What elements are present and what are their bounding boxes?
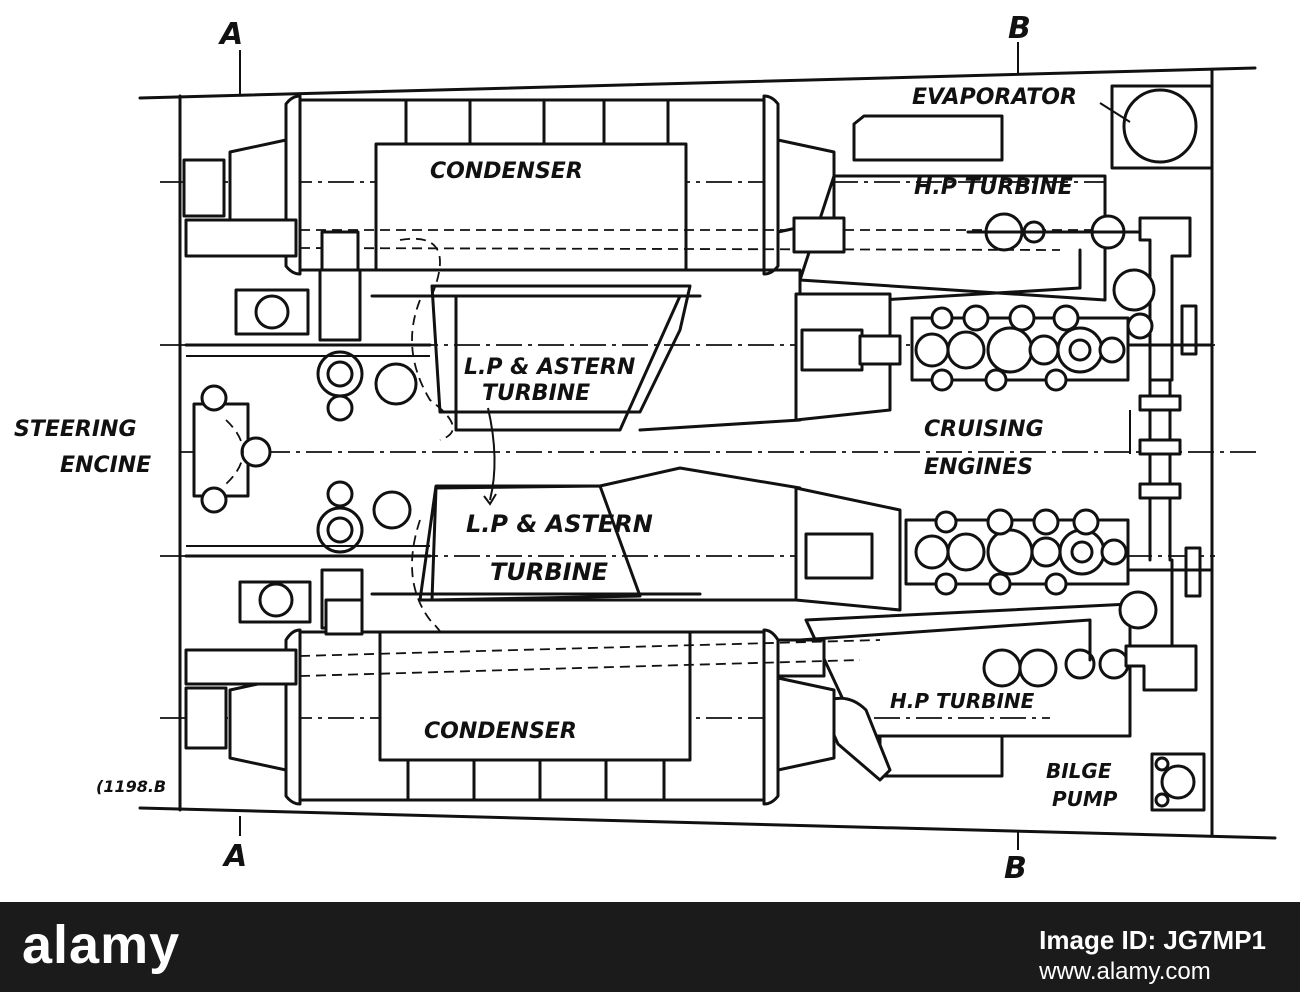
label-section-a-top: A [218, 17, 243, 52]
steering-engine [192, 384, 272, 514]
bottom-hp-turbine [772, 558, 1198, 782]
label-section-b-bottom: B [1004, 851, 1027, 886]
image-url: www.alamy.com [1039, 957, 1211, 985]
top-hp-turbine [792, 114, 1192, 382]
top-cruising-engine [800, 304, 1214, 392]
label-lp-astern-bottom-line1: L.P & ASTERN [466, 510, 653, 538]
label-cruising-line2: ENGINES [924, 455, 1033, 480]
label-hp-turbine-top: H.P TURBINE [914, 175, 1073, 200]
label-condenser-bottom: CONDENSER [424, 719, 577, 744]
label-steering-line2: ENCINE [60, 453, 151, 478]
leader-lines [483, 407, 497, 506]
label-lp-astern-top-line2: TURBINE [482, 381, 590, 406]
stock-footer-bar: alamy Image ID: JG7MP1 www.alamy.com [0, 902, 1300, 992]
label-bilge-line2: PUMP [1052, 787, 1118, 811]
label-evaporator: EVAPORATOR [912, 85, 1077, 110]
diagram-labels: A B EVAPORATOR CONDENSER H.P TURBINE L.P… [14, 11, 1118, 886]
label-lp-astern-top-line1: L.P & ASTERN [464, 355, 635, 380]
label-section-b-top: B [1008, 11, 1031, 46]
label-cruising-line1: CRUISING [924, 417, 1044, 442]
top-condenser-assembly [182, 94, 1100, 276]
label-figure-number: (1198.B [96, 777, 166, 796]
connecting-pipework [1129, 378, 1182, 562]
image-id-block: Image ID: JG7MP1 www.alamy.com [1039, 924, 1266, 987]
evaporator [1099, 84, 1214, 170]
bottom-condenser-assembly [184, 598, 881, 806]
bilge-pump [1150, 752, 1206, 812]
label-section-a-bottom: A [222, 839, 247, 874]
engine-room-plan-drawing: A B EVAPORATOR CONDENSER H.P TURBINE L.P… [14, 11, 1277, 886]
label-lp-astern-bottom-line2: TURBINE [490, 558, 609, 586]
bottom-cruising-engine [804, 508, 1214, 598]
label-bilge-line1: BILGE [1046, 759, 1112, 783]
label-condenser-top: CONDENSER [430, 159, 583, 184]
hull-outline [138, 42, 1277, 850]
brand-logo: alamy [22, 915, 181, 975]
image-id-label: Image ID: JG7MP1 [1039, 925, 1266, 955]
label-steering-line1: STEERING [14, 417, 137, 442]
label-hp-turbine-bottom: H.P TURBINE [890, 689, 1035, 713]
